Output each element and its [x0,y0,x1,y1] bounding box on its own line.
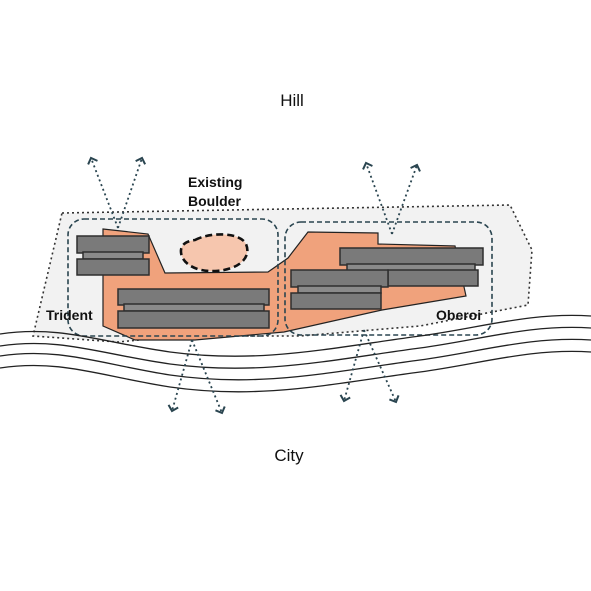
trident-zone-outline [67,218,279,337]
oberoi-building-1 [339,247,484,266]
view-arrow-city-left-2 [191,339,226,415]
trident-building-6 [117,310,270,329]
view-arrows [87,156,421,415]
trident-building-1 [76,235,150,254]
city-label: City [274,446,304,465]
trident-building-5 [123,303,265,312]
oberoi-zone-outline [284,221,493,336]
boulder-label-line2: Boulder [188,193,241,209]
trident-building-4 [117,288,270,306]
road [0,314,591,393]
oberoi-building-6 [290,292,382,310]
oberoi-building-3 [387,269,479,287]
trident-building-2 [82,251,144,260]
existing-boulder [179,233,249,273]
view-arrow-city-right-2 [363,329,400,404]
trident-building-3 [76,258,150,276]
view-arrow-hill-left-2 [117,156,147,229]
trident-label: Trident [46,307,93,323]
oberoi-building-4 [290,269,389,288]
oberoi-building-5 [297,285,382,294]
view-arrow-city-right-1 [339,329,365,403]
hill-label: Hill [280,91,304,110]
view-arrow-city-left-1 [167,339,193,413]
boulder-label-line1: Existing [188,174,242,190]
oberoi-label: Oberoi [436,307,481,323]
view-arrow-hill-right-2 [391,163,421,235]
